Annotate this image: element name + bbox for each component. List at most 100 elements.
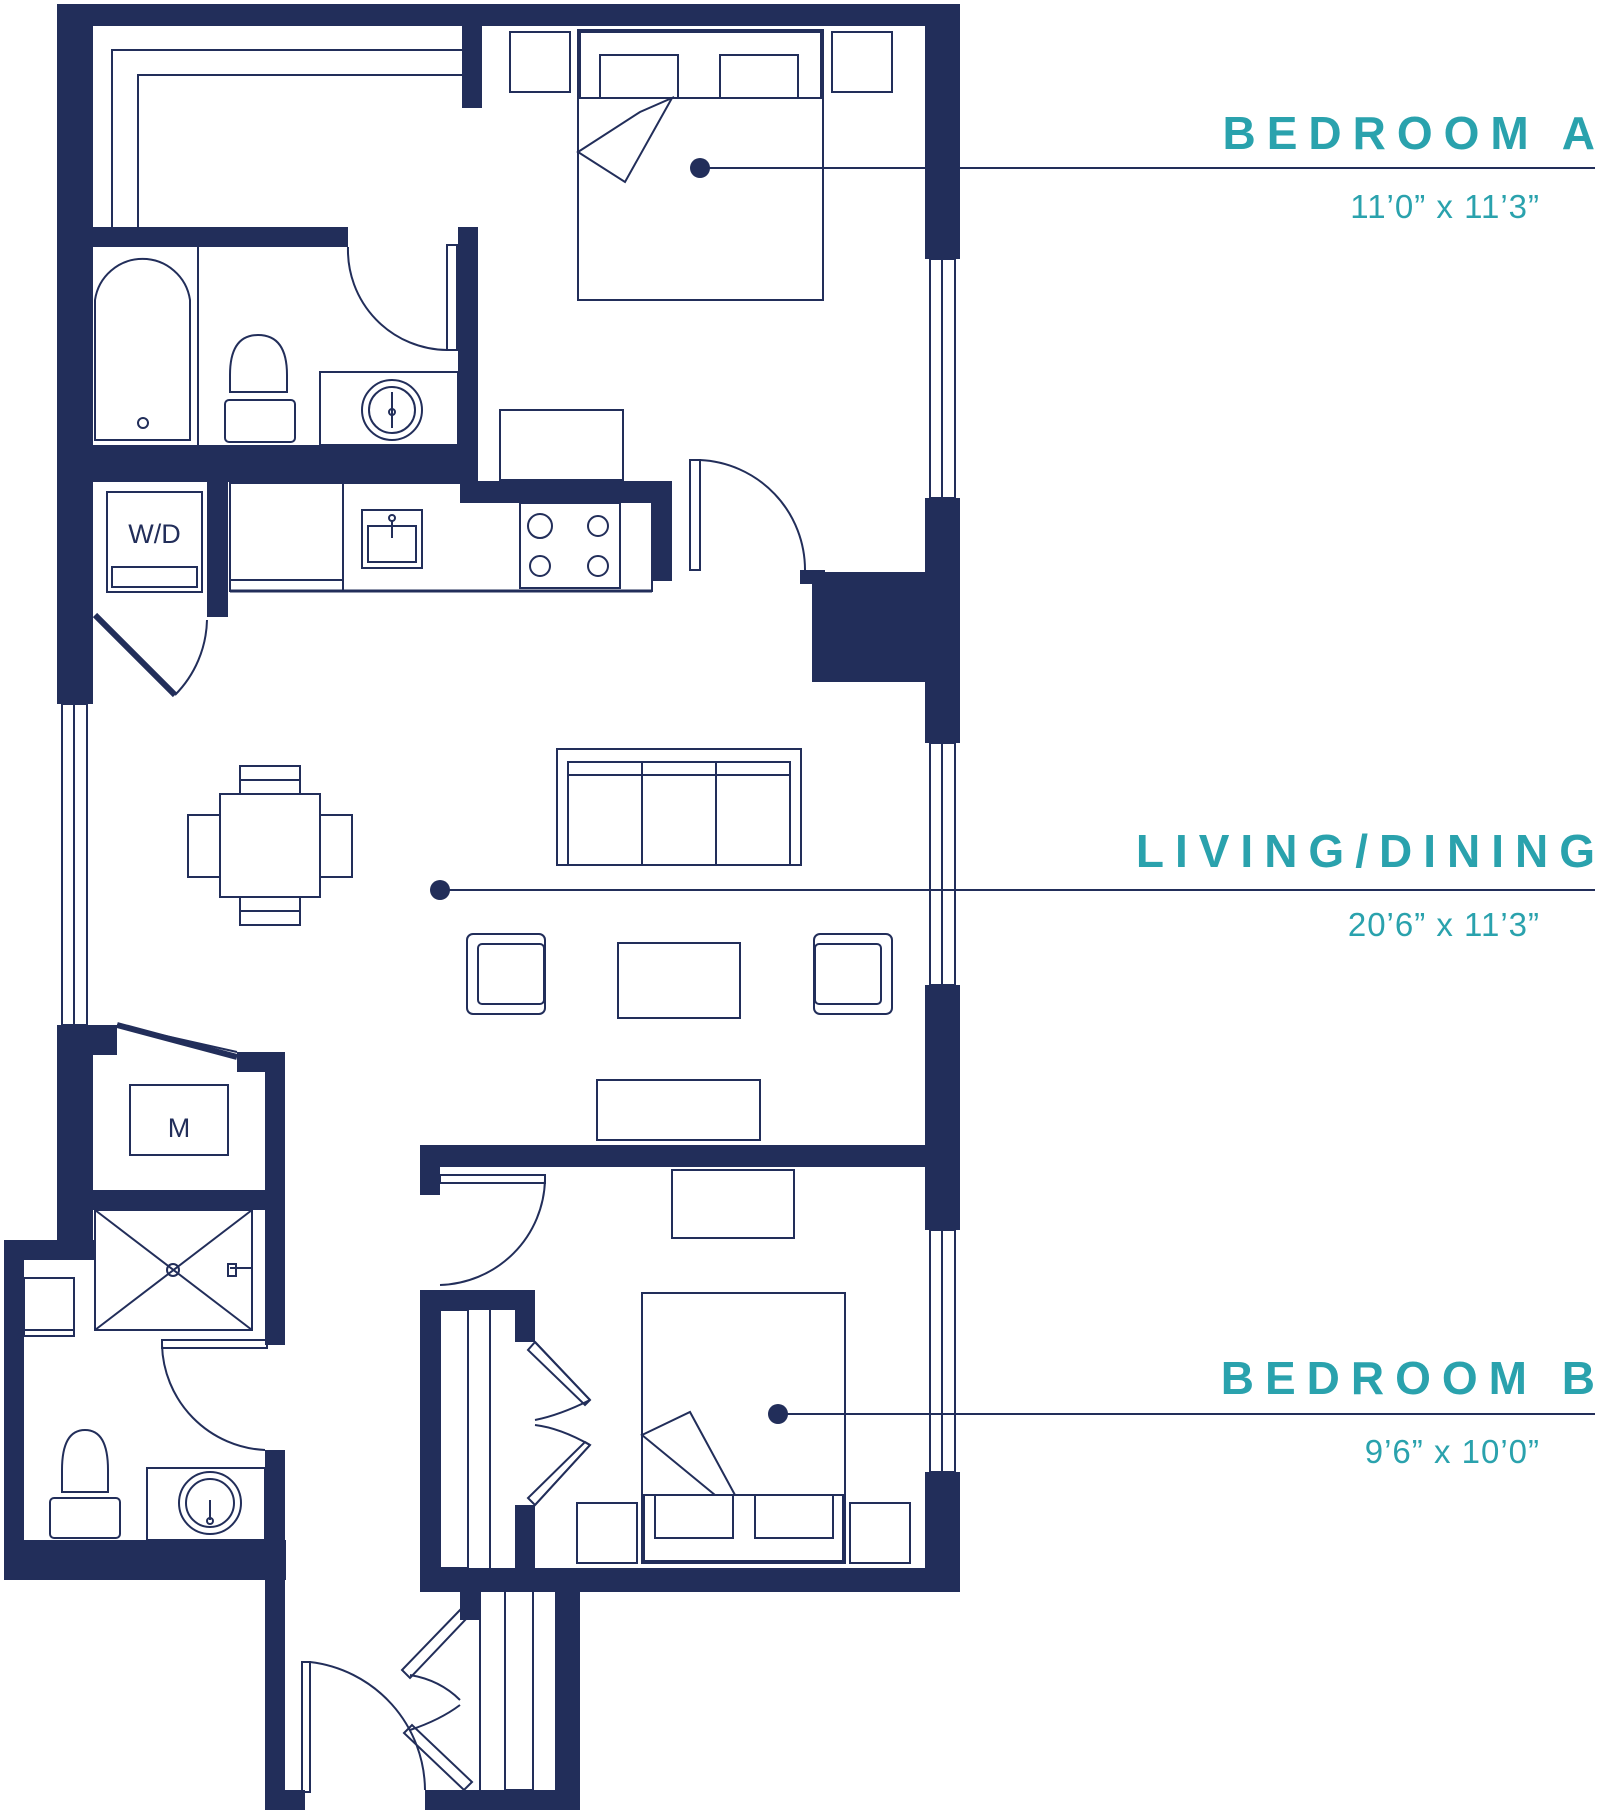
wall-right-1 bbox=[925, 4, 960, 259]
armchair-icon bbox=[813, 933, 893, 1015]
wall-kitchen-right bbox=[651, 481, 672, 581]
bed-icon bbox=[576, 29, 824, 301]
marker-living-dining bbox=[430, 880, 450, 900]
bed-icon bbox=[640, 1292, 846, 1564]
room-markers bbox=[430, 158, 788, 1424]
wall-entry-left bbox=[460, 1580, 480, 1620]
wall-kitchen-back bbox=[460, 481, 672, 503]
wall-laundry-right bbox=[207, 482, 228, 617]
bedroom-b-size: 9’6” x 10’0” bbox=[1364, 1433, 1540, 1470]
kitchen bbox=[229, 482, 653, 593]
wall-top-left bbox=[57, 4, 470, 26]
closet-a-shelf bbox=[111, 49, 462, 227]
wall-bath2-left bbox=[4, 1240, 24, 1580]
wall-entry-door-left bbox=[265, 1790, 305, 1810]
closet-b-shelf bbox=[439, 1309, 491, 1569]
wall-entry-right bbox=[555, 1580, 580, 1808]
nightstand-icon bbox=[576, 1502, 638, 1564]
dresser-icon bbox=[671, 1169, 795, 1239]
wall-left-mid bbox=[57, 1025, 117, 1055]
wall-bath2-bottom bbox=[4, 1540, 286, 1580]
wall-closet-b-right-bot bbox=[515, 1505, 535, 1585]
toilet-icon bbox=[224, 333, 296, 443]
wall-left-lower bbox=[57, 1025, 93, 1240]
laundry bbox=[106, 491, 203, 593]
doors bbox=[92, 244, 807, 1793]
wall-bedb-bottom bbox=[420, 1568, 960, 1592]
entry-closet-shelf bbox=[479, 1589, 534, 1791]
wall-bedb-top bbox=[420, 1145, 960, 1167]
bath2-cabinet bbox=[23, 1277, 75, 1337]
wall-left-upper bbox=[57, 4, 93, 704]
stove-icon bbox=[519, 502, 621, 589]
wall-top-right bbox=[470, 4, 960, 26]
dresser-icon bbox=[499, 409, 624, 481]
shower-icon bbox=[94, 1209, 253, 1331]
wall-closet-b-top bbox=[420, 1290, 535, 1310]
vanity-icon bbox=[319, 371, 459, 446]
wall-entry-bottom bbox=[425, 1790, 580, 1810]
wall-bedb-left bbox=[420, 1290, 440, 1590]
bathroom-2 bbox=[23, 1084, 266, 1541]
bedroom-a-furniture bbox=[499, 29, 893, 481]
wall-bath2-right bbox=[265, 1450, 285, 1808]
door-laundry bbox=[92, 612, 208, 698]
kitchen-sink-icon bbox=[361, 509, 423, 569]
tv-console-icon bbox=[596, 1079, 761, 1141]
nightstand-icon bbox=[831, 31, 893, 93]
nightstand-icon bbox=[509, 31, 571, 93]
tub-drain-icon bbox=[137, 417, 149, 429]
door-bedroom-b bbox=[439, 1174, 546, 1286]
wall-closet-divider bbox=[462, 22, 482, 108]
nightstand-icon bbox=[849, 1502, 911, 1564]
shelves bbox=[111, 49, 534, 1791]
wall-bath1-right bbox=[458, 227, 478, 482]
door-bath1 bbox=[346, 244, 458, 351]
living-furniture bbox=[187, 748, 893, 1141]
living-dining-name: LIVING/DINING bbox=[1135, 825, 1600, 877]
sofa-icon bbox=[556, 748, 802, 866]
mechanical-unit-icon bbox=[129, 1084, 229, 1156]
mechanical-label: M bbox=[167, 1113, 191, 1143]
bathroom-1 bbox=[94, 247, 459, 446]
washer-dryer-label: W/D bbox=[128, 519, 181, 549]
wall-bath1-top bbox=[90, 227, 348, 247]
wall-mech-bottom bbox=[90, 1190, 285, 1210]
door-entry bbox=[301, 1661, 426, 1793]
living-dining-size: 20’6” x 11’3” bbox=[1347, 906, 1540, 943]
wall-column-stub bbox=[800, 570, 825, 584]
walls bbox=[4, 4, 960, 1810]
toilet-icon bbox=[49, 1428, 121, 1539]
bedroom-b-furniture bbox=[576, 1169, 911, 1564]
window-bedroom-b bbox=[929, 1229, 956, 1473]
window-living bbox=[929, 742, 956, 986]
fridge-icon bbox=[229, 482, 344, 592]
bedroom-b-name: BEDROOM B bbox=[1220, 1352, 1600, 1404]
wall-bedb-left-top bbox=[420, 1145, 440, 1195]
wall-column bbox=[812, 572, 960, 682]
window-left bbox=[61, 703, 88, 1026]
bedroom-a-name: BEDROOM A bbox=[1222, 107, 1600, 159]
windows bbox=[61, 258, 956, 1473]
washer-dryer-icon bbox=[106, 491, 203, 593]
door-mechanical bbox=[116, 1022, 238, 1060]
door-bath2 bbox=[161, 1339, 268, 1451]
wall-mech-top bbox=[237, 1052, 285, 1072]
vanity-icon bbox=[146, 1467, 266, 1541]
wall-right-3 bbox=[925, 985, 960, 1230]
coffee-table-icon bbox=[617, 942, 741, 1019]
bedroom-a-size: 11’0” x 11’3” bbox=[1350, 188, 1540, 225]
marker-bedroom-b bbox=[768, 1404, 788, 1424]
door-entry-closet bbox=[400, 1608, 474, 1792]
armchair-icon bbox=[466, 933, 546, 1015]
wall-bath1-bottom bbox=[90, 445, 478, 482]
door-bedroom-a bbox=[689, 459, 807, 571]
marker-bedroom-a bbox=[690, 158, 710, 178]
wall-bath2-top bbox=[4, 1240, 94, 1260]
window-bedroom-a bbox=[929, 258, 956, 499]
bathtub-icon bbox=[94, 257, 191, 441]
door-closet-b bbox=[526, 1340, 592, 1507]
wall-closet-b-right-top bbox=[515, 1290, 535, 1342]
dining-table-icon bbox=[187, 765, 353, 926]
